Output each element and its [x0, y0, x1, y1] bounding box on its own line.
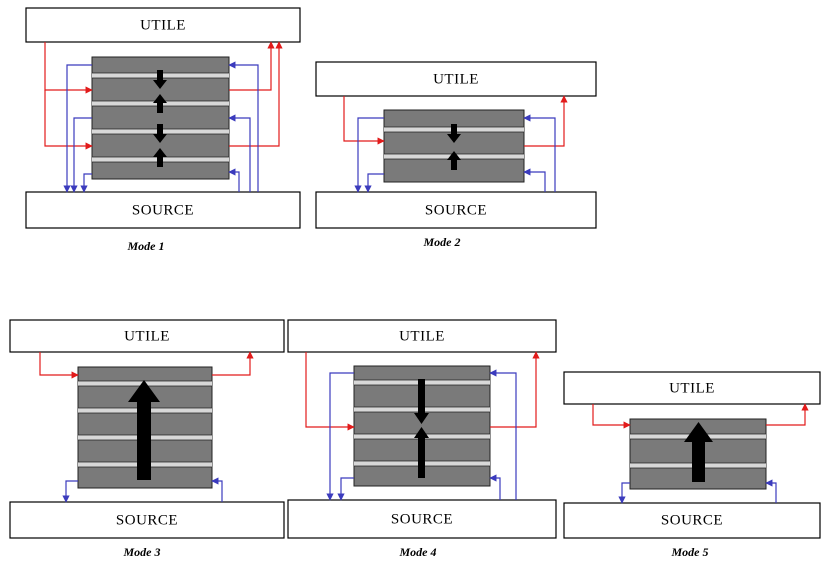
hot-stream-lines	[343, 95, 568, 147]
source-box	[563, 502, 821, 539]
source-label: SOURCE	[116, 512, 178, 528]
mode-caption: Mode 2	[423, 235, 461, 249]
utile-label: UTILE	[399, 328, 445, 344]
source-label: SOURCE	[661, 512, 723, 528]
flow-arrow	[128, 380, 160, 480]
cold-stream-lines	[62, 477, 223, 503]
source-box	[9, 501, 285, 539]
mode-caption: Mode 5	[671, 545, 709, 559]
flow-arrow	[153, 70, 167, 167]
mode-3-diagram: UTILE SOURCE Mode 3	[9, 319, 285, 559]
hot-stream-lines	[44, 41, 283, 150]
utile-box	[315, 61, 597, 97]
mode-5-diagram: UTILE SOURCE Mode 5	[563, 371, 821, 559]
mode-caption: Mode 4	[399, 545, 437, 559]
mode-caption: Mode 3	[123, 545, 161, 559]
utile-label: UTILE	[140, 17, 186, 33]
hot-stream-lines	[592, 403, 809, 429]
mode-4-diagram: UTILE SOURCE Mode 4	[287, 319, 557, 559]
utile-box	[287, 319, 557, 353]
source-box	[287, 499, 557, 539]
utile-label: UTILE	[669, 380, 715, 396]
mode-2-diagram: UTILE SOURCE Mode 2	[315, 61, 597, 249]
flow-arrow	[684, 422, 713, 482]
utile-label: UTILE	[124, 328, 170, 344]
mode-caption: Mode 1	[127, 239, 165, 253]
plate-stack	[383, 109, 525, 183]
source-label: SOURCE	[132, 202, 194, 218]
utile-label: UTILE	[433, 71, 479, 87]
cold-stream-lines	[354, 114, 556, 193]
flow-arrow	[447, 124, 461, 170]
hot-stream-lines	[39, 351, 254, 379]
hot-stream-lines	[305, 351, 540, 431]
cold-stream-lines	[326, 369, 517, 501]
mode-1-diagram: UTILE SOURCE	[25, 7, 301, 253]
source-box	[315, 191, 597, 229]
flow-arrow	[414, 379, 429, 478]
cold-stream-lines	[618, 479, 777, 504]
utile-box	[563, 371, 821, 405]
source-label: SOURCE	[425, 202, 487, 218]
utile-box	[9, 319, 285, 353]
source-box	[25, 191, 301, 229]
utile-box	[25, 7, 301, 43]
source-label: SOURCE	[391, 511, 453, 527]
cold-stream-lines	[63, 61, 259, 193]
